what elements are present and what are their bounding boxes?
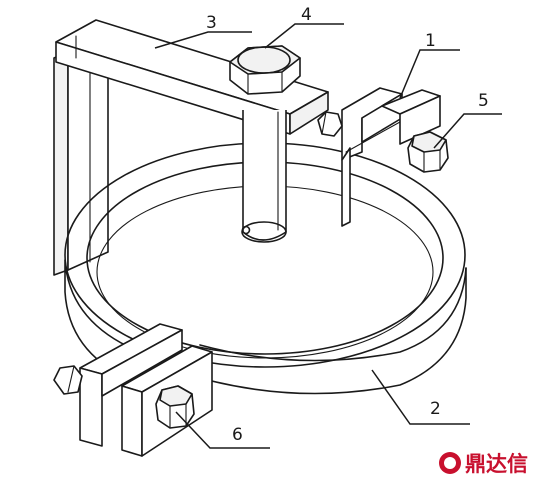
- leader-6: [175, 411, 270, 449]
- logo-text: 鼎达信: [465, 452, 528, 476]
- support-post: [53, 51, 109, 276]
- callout-5: 5: [478, 91, 489, 111]
- right-bolt-head: [407, 131, 449, 173]
- center-rod: [241, 110, 287, 243]
- callout-3: 3: [206, 13, 217, 33]
- leader-5: [433, 113, 502, 149]
- callout-4: 4: [301, 5, 312, 25]
- left-nut: [53, 365, 83, 395]
- right-nut: [317, 111, 343, 137]
- hex-bolt-head: [229, 45, 301, 95]
- leader-1: [399, 49, 460, 99]
- leader-4: [264, 23, 344, 49]
- callout-1: 1: [425, 31, 436, 51]
- left-bolt-head: [155, 385, 195, 429]
- right-clamp-ear: [341, 87, 441, 227]
- left-clamp-ear: [79, 323, 213, 457]
- leader-3: [154, 31, 252, 49]
- callout-6: 6: [232, 425, 243, 445]
- brand-logo: 鼎达信: [439, 452, 528, 476]
- callout-2: 2: [430, 399, 441, 419]
- leader-2: [371, 369, 470, 425]
- leader-lines: [154, 23, 502, 449]
